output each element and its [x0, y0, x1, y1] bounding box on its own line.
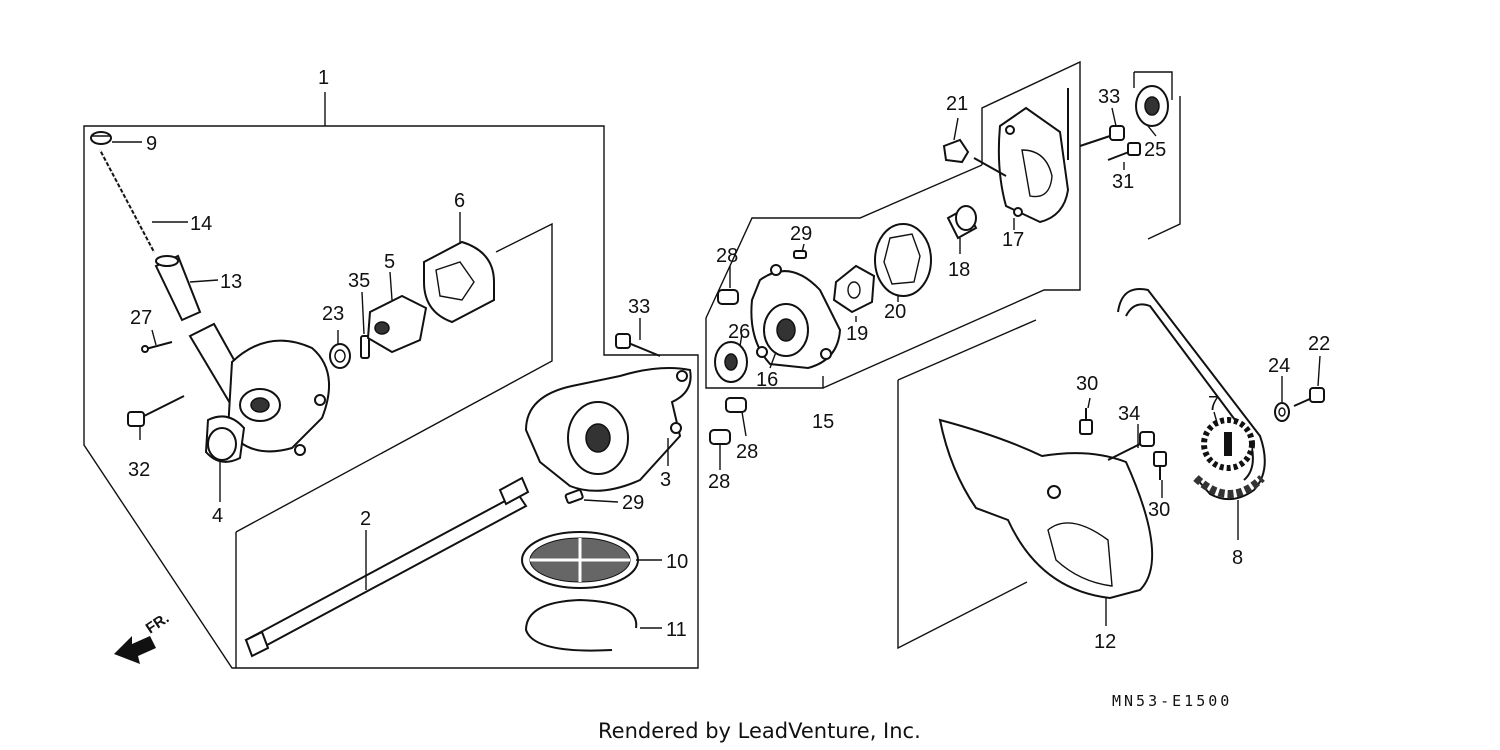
callout-30a: 30	[1076, 373, 1098, 395]
part-10-strainer	[521, 531, 639, 589]
callout-11: 11	[666, 619, 687, 641]
callout-4: 4	[212, 505, 223, 527]
callout-34: 34	[1118, 403, 1140, 425]
part-35-dowel	[360, 335, 370, 359]
callout-8: 8	[1232, 547, 1243, 569]
part-2-shaft	[244, 476, 530, 658]
callout-17: 17	[1002, 229, 1024, 251]
callout-28c: 28	[708, 471, 730, 493]
part-20-outer-rotor	[874, 223, 932, 297]
front-direction-arrow	[114, 636, 156, 664]
part-14-spring	[99, 149, 155, 253]
callout-35: 35	[348, 270, 370, 292]
callout-15: 15	[812, 411, 834, 433]
callout-25: 25	[1144, 139, 1166, 161]
callout-20: 20	[884, 301, 906, 323]
callout-28a: 28	[716, 245, 738, 267]
part-6-outer-rotor	[423, 240, 495, 324]
callout-16: 16	[756, 369, 778, 391]
callout-2: 2	[360, 508, 371, 530]
part-16-pump-cover	[750, 264, 842, 370]
callout-29b: 29	[622, 492, 644, 514]
callout-30b: 30	[1148, 499, 1170, 521]
part-19-inner-rotor	[832, 264, 876, 314]
part-9-circlip	[90, 131, 112, 145]
drawing-code: MN53-E1500	[1112, 692, 1232, 710]
part-27-pin	[141, 341, 173, 353]
callout-12: 12	[1094, 631, 1116, 653]
callout-9: 9	[146, 133, 157, 155]
assembly-belt-outline	[1133, 71, 1181, 240]
part-33-bolt-left	[615, 333, 661, 357]
part-21-nut	[942, 138, 970, 164]
part-11-ring	[524, 598, 638, 652]
part-34-bolt	[1107, 431, 1155, 461]
part-12-chain-cover	[938, 418, 1154, 600]
callout-26: 26	[728, 321, 750, 343]
part-13-sleeve	[154, 254, 202, 322]
callout-27: 27	[130, 307, 152, 329]
callout-29a: 29	[790, 223, 812, 245]
part-18-collar	[946, 205, 978, 240]
part-31-screw	[1107, 142, 1141, 161]
callout-14: 14	[190, 213, 212, 235]
part-24-washer	[1274, 402, 1290, 422]
part-4-pump-housing	[188, 322, 331, 463]
callout-32: 32	[128, 459, 150, 481]
callout-5: 5	[384, 251, 395, 273]
part-23-oil-seal	[329, 343, 351, 369]
assembly-15-outline	[705, 60, 1081, 389]
callout-13: 13	[220, 271, 242, 293]
callout-24: 24	[1268, 355, 1290, 377]
callout-6: 6	[454, 190, 465, 212]
part-29-pin-lower	[564, 489, 584, 504]
callout-labels: 1 2 3 4 5 6 7 8 9 10 11 12 13 14 15 16 1…	[128, 67, 1330, 653]
assembly-1-outline	[83, 92, 699, 669]
credit-line: Rendered by LeadVenture, Inc.	[598, 719, 921, 743]
callout-18: 18	[948, 259, 970, 281]
front-marker-label: FR.	[143, 610, 173, 638]
part-33-bolt-right	[1079, 125, 1125, 147]
part-29-pin-upper	[793, 250, 807, 259]
callout-23: 23	[322, 303, 344, 325]
part-8-belt	[1117, 288, 1266, 501]
callout-28b: 28	[736, 441, 758, 463]
callout-21: 21	[946, 93, 968, 115]
part-22-bolt	[1293, 387, 1325, 407]
part-25-bearing	[1135, 85, 1169, 127]
leader-lines	[112, 107, 1321, 629]
part-26-bearing	[714, 341, 748, 383]
callout-19: 19	[846, 323, 868, 345]
assembly-12-outline	[897, 319, 1037, 650]
part-17-rear-cover	[973, 88, 1070, 224]
callout-31: 31	[1112, 171, 1134, 193]
part-30-bolts	[1079, 408, 1167, 480]
callout-33a: 33	[628, 296, 650, 318]
part-28-dowels	[709, 289, 747, 445]
callout-7: 7	[1208, 393, 1219, 415]
callout-33b: 33	[1098, 86, 1120, 108]
part-7-sprocket	[1201, 417, 1255, 471]
part-32-bolt	[127, 395, 185, 427]
part-3-pump-body	[524, 367, 692, 492]
part-5-inner-rotor	[366, 294, 428, 354]
callout-10: 10	[666, 551, 688, 573]
callout-22: 22	[1308, 333, 1330, 355]
callout-3: 3	[660, 469, 671, 491]
callout-1: 1	[318, 67, 329, 89]
